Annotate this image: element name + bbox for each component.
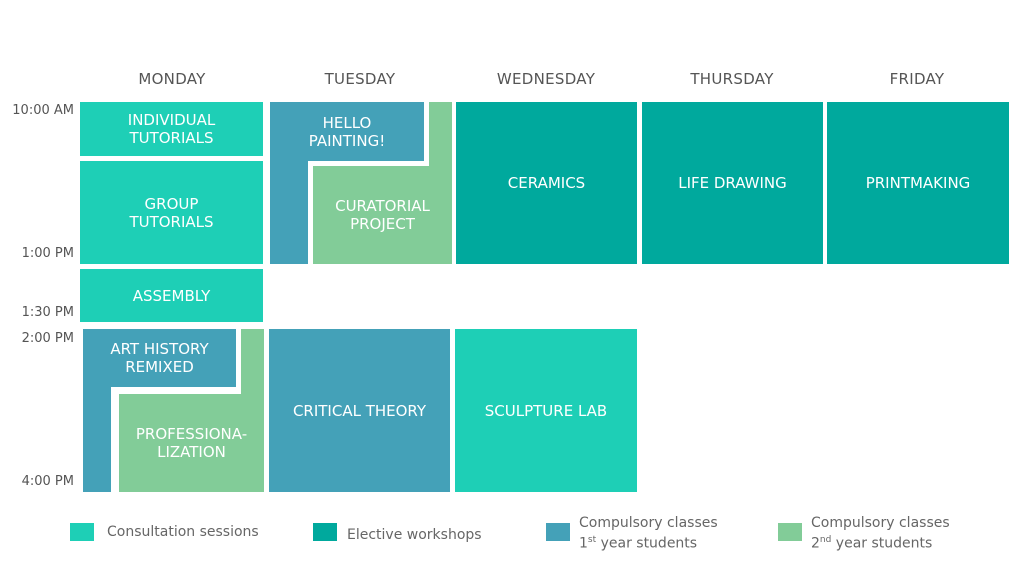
time-label-1330: 1:30 PM	[21, 305, 74, 320]
block-curatorial-project: CURATORIAL PROJECT	[313, 166, 452, 264]
block-group-tutorials: GROUP TUTORIALS	[80, 161, 263, 264]
block-label: CERAMICS	[507, 174, 586, 192]
block-label: GROUP TUTORIALS	[129, 194, 214, 231]
curatorial-l-shape	[313, 102, 452, 264]
legend-label-compulsory-2nd: Compulsory classes 2nd year students	[811, 515, 950, 553]
block-art-history: ART HISTORY REMIXED	[83, 329, 236, 387]
block-label: PRINTMAKING	[865, 174, 971, 192]
block-label: CURATORIAL PROJECT	[335, 197, 430, 233]
block-label: SCULPTURE LAB	[484, 401, 608, 420]
art-history-l-shape	[83, 329, 236, 492]
time-label-1000: 10:00 AM	[12, 103, 74, 118]
legend-swatch-elective	[313, 523, 337, 541]
block-label: ASSEMBLY	[132, 286, 211, 305]
block-label: LIFE DRAWING	[678, 174, 787, 192]
block-hello-painting: HELLO PAINTING!	[270, 102, 424, 161]
legend-label-consultation: Consultation sessions	[107, 524, 259, 540]
block-art-history-shape: ART HISTORY REMIXED	[83, 329, 236, 492]
block-professionalization: PROFESSIONA-LIZATION	[119, 394, 264, 492]
block-hello-painting-shape: HELLO PAINTING!	[270, 102, 424, 264]
block-curatorial-project-shape: CURATORIAL PROJECT	[313, 102, 452, 264]
legend-label-line1: Compulsory classes	[579, 515, 718, 531]
legend-swatch-compulsory-2nd	[778, 523, 802, 541]
block-printmaking: PRINTMAKING	[827, 102, 1009, 264]
block-life-drawing: LIFE DRAWING	[642, 102, 823, 264]
day-header-thursday: THURSDAY	[690, 70, 774, 88]
legend-swatch-consultation	[70, 523, 94, 541]
block-professionalization-shape: PROFESSIONA-LIZATION	[119, 329, 264, 492]
legend-label-compulsory-1st: Compulsory classes 1st year students	[579, 515, 718, 553]
block-label: PROFESSIONA-LIZATION	[135, 425, 248, 461]
legend-label-line1: Compulsory classes	[811, 515, 950, 531]
day-header-friday: FRIDAY	[889, 70, 945, 88]
block-label: HELLO PAINTING!	[308, 113, 386, 150]
time-label-1400: 2:00 PM	[21, 331, 74, 346]
legend-label-elective: Elective workshops	[347, 527, 482, 543]
professionalization-l-shape	[119, 329, 264, 492]
legend-label-line2: 1st year students	[579, 535, 698, 552]
block-label: CRITICAL THEORY	[292, 401, 427, 420]
block-individual-tutorials: INDIVIDUAL TUTORIALS	[80, 102, 263, 156]
time-label-1600: 4:00 PM	[21, 474, 74, 489]
block-label: ART HISTORY REMIXED	[110, 340, 209, 376]
legend-label-line2: 2nd year students	[811, 535, 933, 552]
block-assembly: ASSEMBLY	[80, 269, 263, 322]
legend-swatch-compulsory-1st	[546, 523, 570, 541]
block-critical-theory: CRITICAL THEORY	[269, 329, 450, 492]
time-label-1300: 1:00 PM	[21, 246, 74, 261]
day-header-tuesday: TUESDAY	[324, 70, 396, 88]
block-sculpture-lab: SCULPTURE LAB	[455, 329, 637, 492]
block-ceramics: CERAMICS	[456, 102, 637, 264]
day-header-wednesday: WEDNESDAY	[496, 70, 596, 88]
hello-painting-l-shape	[270, 102, 424, 264]
block-label: INDIVIDUAL TUTORIALS	[127, 111, 216, 147]
day-header-monday: MONDAY	[138, 70, 206, 88]
